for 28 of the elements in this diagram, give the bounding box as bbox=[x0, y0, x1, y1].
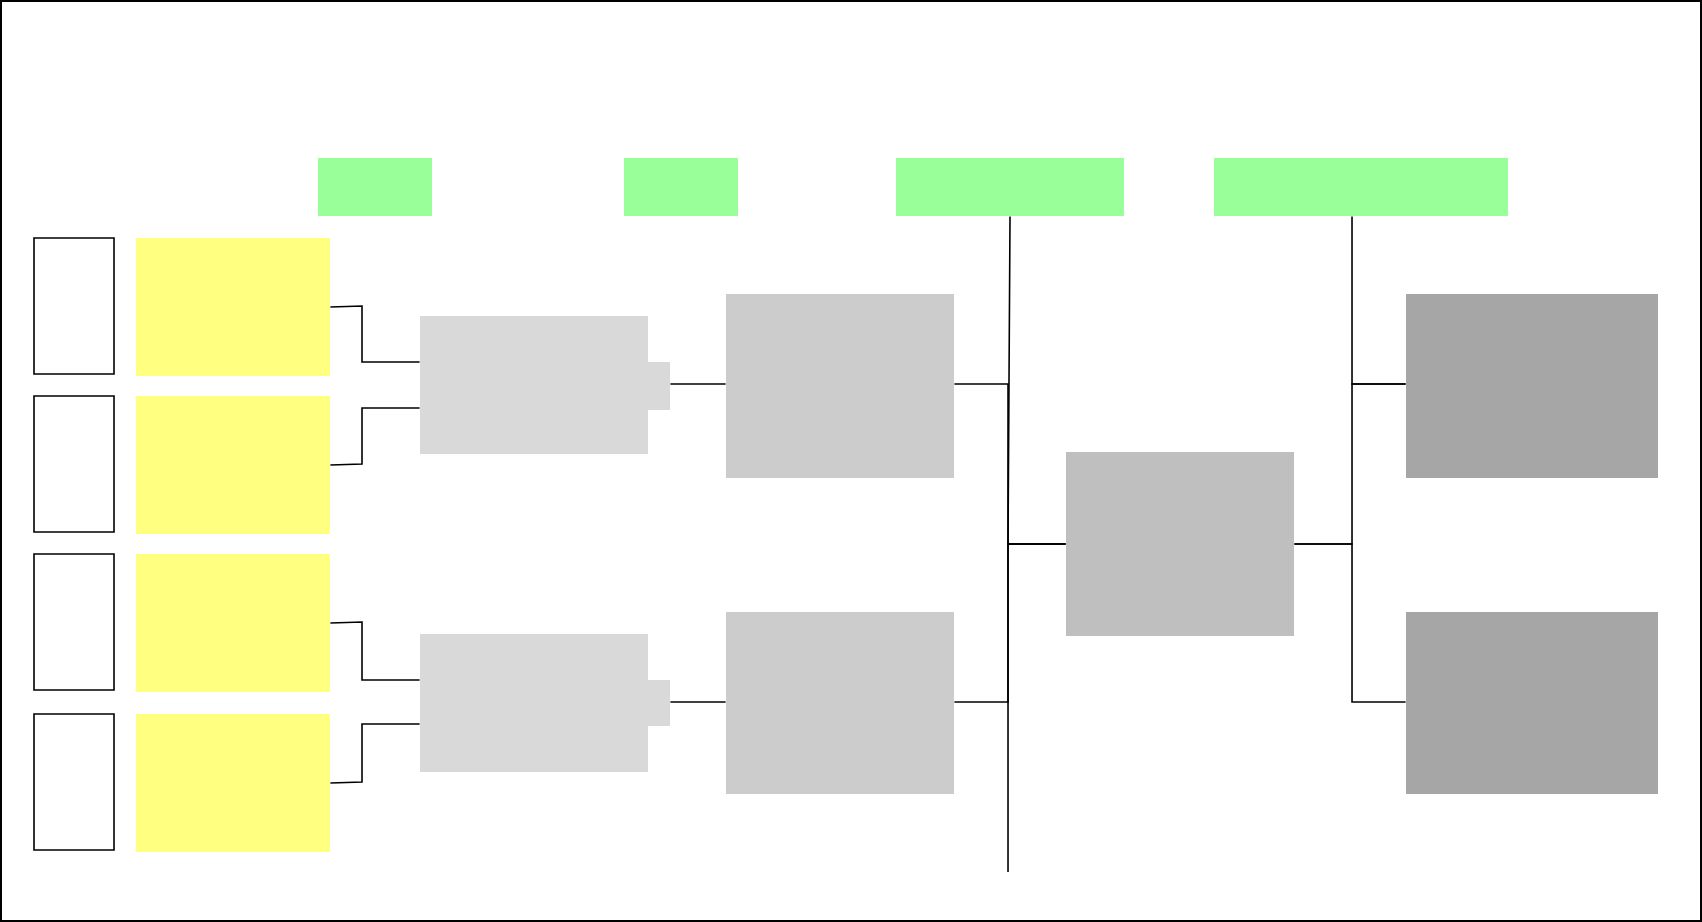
connector-line bbox=[329, 407, 421, 466]
output-box bbox=[1406, 612, 1658, 794]
outlined-box bbox=[33, 713, 115, 851]
process-box bbox=[726, 294, 954, 478]
input-box bbox=[136, 714, 330, 852]
header-box bbox=[896, 158, 1124, 216]
outlined-box bbox=[33, 237, 115, 375]
connector-line bbox=[329, 305, 421, 363]
header-box bbox=[1214, 158, 1508, 216]
outlined-box bbox=[33, 395, 115, 533]
header-box bbox=[318, 158, 432, 216]
outlined-box bbox=[33, 553, 115, 691]
connector-line bbox=[1351, 215, 1407, 385]
process-box bbox=[726, 612, 954, 794]
connector-box bbox=[420, 316, 670, 454]
output-box bbox=[1406, 294, 1658, 478]
connector-line bbox=[669, 383, 727, 385]
input-box bbox=[136, 238, 330, 376]
process-box bbox=[1066, 452, 1294, 636]
input-box bbox=[136, 554, 330, 692]
connector-line bbox=[1293, 543, 1407, 703]
connector-line bbox=[329, 621, 421, 681]
connector-line bbox=[669, 701, 727, 703]
connector-line bbox=[1007, 215, 1067, 545]
input-box bbox=[136, 396, 330, 534]
header-box bbox=[624, 158, 738, 216]
connector-line bbox=[329, 723, 421, 784]
connector-box bbox=[420, 634, 670, 772]
